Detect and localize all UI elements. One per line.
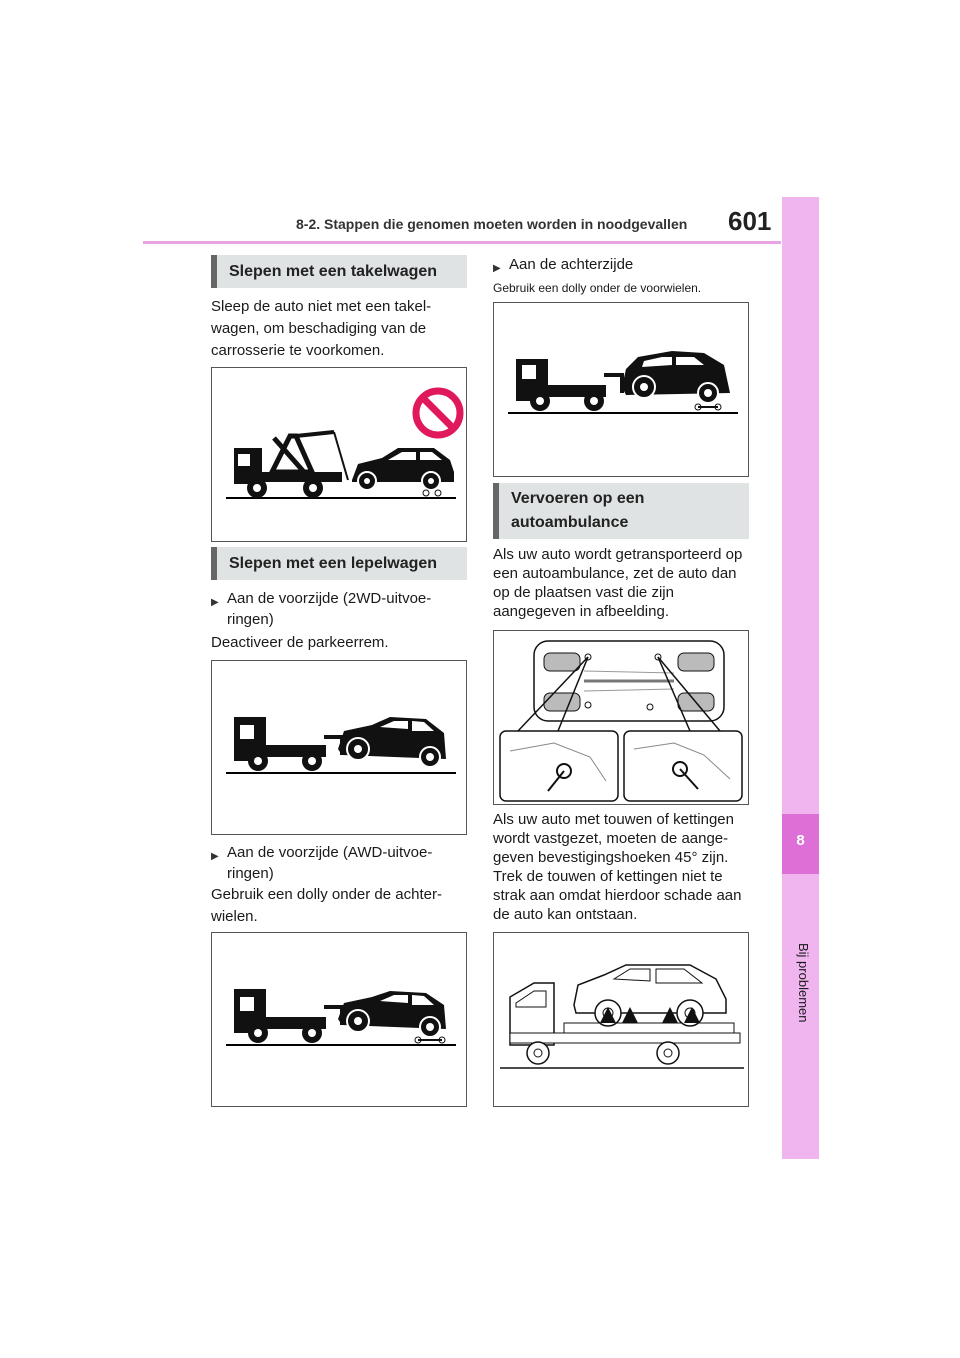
bullet-front-2wd: Aan de voorzijde (2WD-uitvoe-ringen) [211, 588, 467, 630]
header-rule [143, 241, 781, 244]
prohibited-icon [412, 387, 464, 439]
figure-tiedown-points [493, 630, 749, 805]
page-number: 601 [728, 206, 772, 236]
figure-rear [493, 302, 749, 477]
figure-takelwagen [211, 367, 467, 542]
figure-autoambulance [493, 932, 749, 1107]
bullet-rear: Aan de achterzijde [493, 254, 749, 279]
chapter-number-box [782, 814, 819, 874]
text-rear: Gebruik een dolly onder de voorwielen. [493, 281, 702, 295]
section-heading-takelwagen: Slepen met een takelwagen [211, 255, 467, 288]
text-2wd: Deactiveer de parkeerrem. [211, 634, 389, 651]
bullet-front-awd: Aan de voorzijde (AWD-uitvoe-ringen) [211, 842, 467, 884]
figure-front-awd [211, 932, 467, 1107]
figure-front-2wd [211, 660, 467, 835]
text-chains: Als uw auto met touwen of kettingen word… [493, 811, 742, 923]
chapter-label: Bij problemen [796, 943, 811, 1023]
section-title: 8-2. Stappen die genomen moeten worden i… [296, 216, 688, 232]
section-heading-autoambulance-line2: autoambulance [511, 514, 629, 531]
section-heading-lepelwagen: Slepen met een lepelwagen [211, 547, 467, 580]
takelwagen-text: Sleep de auto niet met een takel-wagen, … [211, 298, 432, 359]
section-heading-autoambulance: Vervoeren op een autoambulance [493, 483, 749, 539]
text-ambulance: Als uw auto wordt getransporteerd op een… [493, 546, 743, 620]
section-heading-autoambulance-line1: Vervoeren op een [511, 490, 645, 507]
chapter-number: 8 [796, 832, 805, 849]
chapter-tab [782, 197, 819, 1159]
text-awd: Gebruik een dolly onder de achter-wielen… [211, 886, 442, 925]
